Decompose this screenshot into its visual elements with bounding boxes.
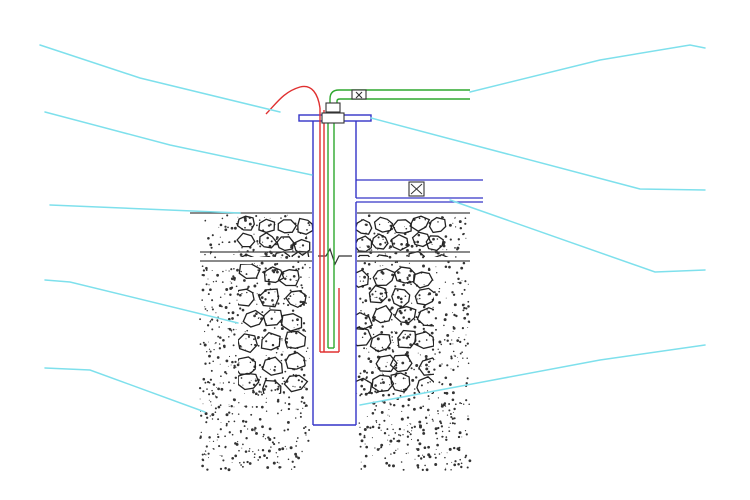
leader-bottom: [359, 344, 706, 406]
leader-support: [449, 199, 706, 273]
drop-pipe: [327, 108, 335, 349]
leader-soil: [44, 367, 206, 413]
leader-flange: [370, 117, 706, 191]
leader-cable: [39, 44, 281, 113]
discharge-pipe: [329, 89, 470, 106]
leader-pipe: [469, 44, 706, 93]
pipe-coupling: [321, 102, 345, 124]
gate-valve: [351, 89, 367, 100]
leader-surface: [49, 204, 241, 214]
pump-cable: [265, 85, 340, 353]
leader-lines: [39, 44, 706, 413]
well-casing: [312, 120, 357, 426]
leader-rock: [44, 279, 239, 324]
ground-surface: [190, 212, 470, 262]
gravel-soil: [198, 260, 472, 472]
leader-casing: [44, 111, 313, 176]
pipe-support: [356, 179, 483, 203]
rock-layer: [238, 264, 434, 394]
